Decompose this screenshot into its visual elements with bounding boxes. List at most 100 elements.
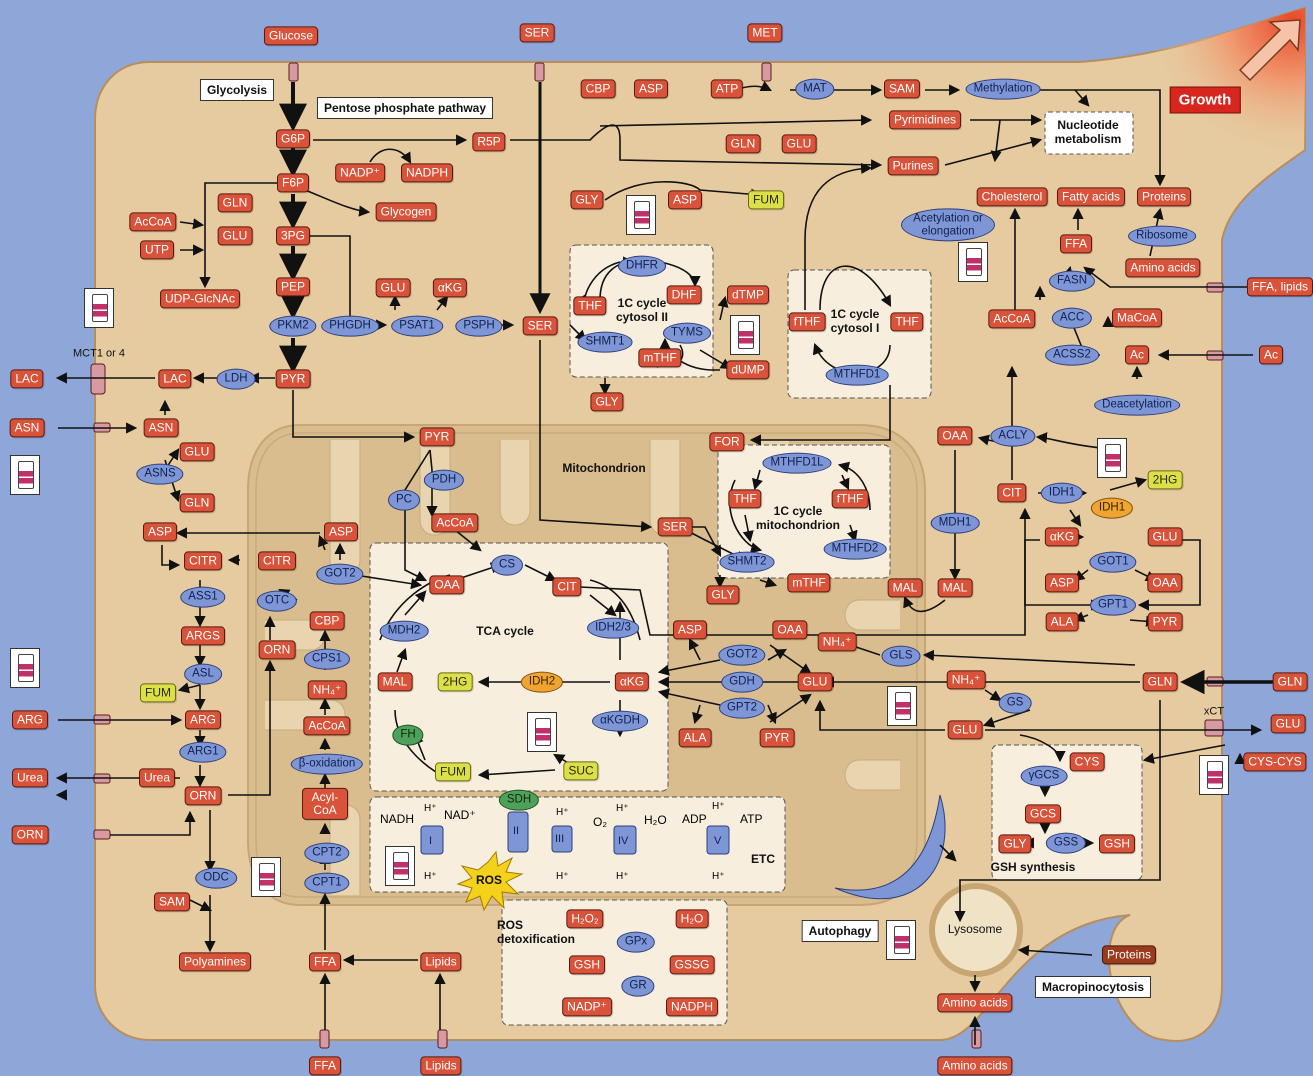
- metabolite-acyl-coa: Acyl-CoA: [302, 788, 348, 820]
- metabolite-akg: αKG: [615, 672, 649, 691]
- etc-atp: ATP: [740, 813, 762, 825]
- enzyme-ygcs: γGCS: [1021, 766, 1068, 787]
- complex-v: V: [714, 836, 721, 847]
- etc-o2: O₂: [593, 816, 607, 828]
- etc-h: H⁺: [712, 872, 725, 882]
- metabolite-asp: ASP: [634, 79, 668, 98]
- metabolite-oaa: OAA: [772, 620, 807, 639]
- metabolite-orn: ORN: [259, 640, 296, 659]
- enzyme-beta-oxidation: β-oxidation: [291, 754, 363, 775]
- autophagy-label: Autophagy: [802, 920, 879, 942]
- enzyme-idh1-mutant: IDH1: [1091, 498, 1133, 519]
- etc-nad: NAD⁺: [444, 809, 476, 821]
- enzyme-gls: GLS: [881, 646, 920, 667]
- metabolite-asp: ASP: [324, 522, 358, 541]
- xct-label: xCT: [1204, 706, 1224, 719]
- complex-iv: IV: [618, 836, 628, 847]
- metabolite-amino-acids-out: Amino acids: [937, 1056, 1012, 1075]
- metabolite-sam: SAM: [154, 892, 190, 911]
- metabolite-f6p: F6P: [277, 173, 309, 192]
- metabolite-gln: GLN: [1143, 672, 1178, 691]
- enzyme-pc: PC: [388, 490, 420, 511]
- enzyme-shmt1: SHMT1: [578, 332, 633, 353]
- enzyme-gss: GSS: [1046, 833, 1086, 854]
- metabolite-accoa: AcCoA: [431, 513, 478, 532]
- metabolite-urea-out: Urea: [12, 768, 48, 787]
- nucleotide-label: Nucleotide metabolism: [1048, 119, 1128, 147]
- metabolite-lac-out: LAC: [10, 369, 43, 388]
- enzyme-cpt2: CPT2: [304, 843, 349, 864]
- metabolite-ffa-lipids: FFA, lipids: [1247, 277, 1313, 296]
- complex-ii: II: [513, 826, 519, 837]
- growth-label: Growth: [1170, 87, 1241, 114]
- metabolite-gsh: GSH: [569, 955, 605, 974]
- metabolite-oaa: OAA: [1147, 573, 1182, 592]
- metabolite-mthf: mTHF: [787, 573, 830, 592]
- etc-h: H⁺: [556, 872, 569, 882]
- metabolite-asp: ASP: [1045, 573, 1079, 592]
- metabolite-glu: GLU: [1148, 527, 1183, 546]
- metabolite-asp: ASP: [668, 190, 702, 209]
- metabolite-glycogen: Glycogen: [376, 202, 437, 221]
- metabolite-ffa: FFA: [309, 952, 341, 971]
- metabolite-citr: CITR: [258, 551, 296, 570]
- metabolite-gly: GLY: [706, 585, 739, 604]
- enzyme-tyms: TYMS: [663, 323, 711, 344]
- drug-vial-icon: [887, 686, 917, 726]
- glycolysis-label: Glycolysis: [200, 79, 274, 101]
- enzyme-mthfd1: MTHFD1: [826, 365, 889, 386]
- metabolite-thf: THF: [573, 296, 606, 315]
- enzyme-psat1: PSAT1: [391, 316, 443, 337]
- metabolite-citr: CITR: [184, 551, 222, 570]
- metabolite-fthf: fTHF: [832, 489, 869, 508]
- enzyme-gdh: GDH: [721, 672, 763, 693]
- metabolite-mal: MAL: [378, 672, 413, 691]
- metabolite-fthf: fTHF: [789, 312, 826, 331]
- enzyme-cs: CS: [491, 555, 523, 576]
- metabolite-h2o2: H₂O₂: [566, 909, 603, 928]
- metabolite-atp: ATP: [711, 79, 743, 98]
- enzyme-shmt2: SHMT2: [720, 552, 775, 573]
- metabolite-ser-out: SER: [520, 23, 555, 42]
- drug-vial-icon: [251, 857, 281, 897]
- metabolite-nh4: NH₄⁺: [308, 680, 347, 699]
- enzyme-dhfr: DHFR: [618, 256, 666, 277]
- metabolite-pyr: PYR: [760, 728, 795, 747]
- metabolite-lac: LAC: [158, 369, 191, 388]
- metabolite-orn: ORN: [185, 786, 222, 805]
- enzyme-sdh: SDH: [499, 790, 539, 811]
- metabolite-polyamines: Polyamines: [179, 952, 251, 971]
- metabolite-glucose: Glucose: [264, 26, 318, 45]
- enzyme-pdh: PDH: [424, 470, 464, 491]
- etc-h2o: H₂O: [644, 814, 667, 826]
- metabolite-r5p: R5P: [472, 132, 505, 151]
- drug-vial-icon: [385, 846, 415, 886]
- metabolite-mal: MAL: [888, 578, 923, 597]
- metabolite-pep: PEP: [276, 277, 310, 296]
- metabolite-pyr: PYR: [420, 427, 455, 446]
- metabolite-ac: Ac: [1125, 345, 1149, 364]
- etc-h: H⁺: [616, 804, 629, 814]
- metabolite-ser: SER: [658, 517, 693, 536]
- drug-vial-icon: [1199, 755, 1229, 795]
- metabolite-purines: Purines: [888, 156, 939, 175]
- etc-adp: ADP: [682, 813, 707, 825]
- metabolite-gly: GLY: [998, 834, 1031, 853]
- drug-vial-icon: [730, 315, 760, 355]
- metabolite-glu: GLU: [376, 278, 411, 297]
- metabolite-fatty-acids: Fatty acids: [1057, 187, 1125, 206]
- metabolite-gln: GLN: [218, 193, 253, 212]
- enzyme-gr: GR: [621, 976, 654, 997]
- metabolite-mthf: mTHF: [638, 348, 681, 367]
- enzyme-ldh: LDH: [216, 369, 255, 390]
- metabolite-lipids-out: Lipids: [420, 1056, 461, 1075]
- metabolite-cbp: CBP: [310, 611, 345, 630]
- etc-h: H⁺: [712, 802, 725, 812]
- metabolite-orn-out: ORN: [12, 825, 49, 844]
- metabolite-oaa: OAA: [937, 426, 972, 445]
- enzyme-acss2: ACSS2: [1045, 345, 1099, 366]
- etc-h: H⁺: [424, 872, 437, 882]
- metabolite-thf: THF: [890, 312, 923, 331]
- metabolite-gln: GLN: [726, 134, 761, 153]
